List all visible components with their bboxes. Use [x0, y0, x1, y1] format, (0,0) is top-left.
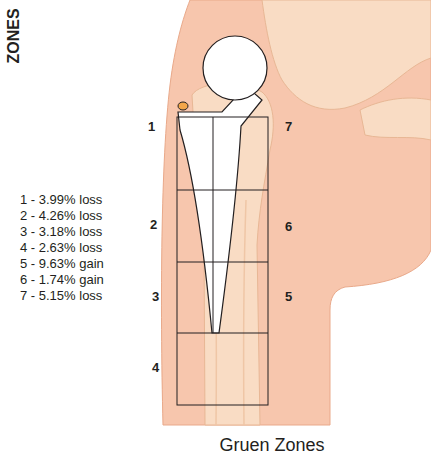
- zone-number: 2: [150, 218, 157, 231]
- zone-result: 1 - 3.99% loss: [20, 193, 102, 206]
- body-silhouette: [161, 0, 431, 425]
- zone-result: 4 - 2.63% loss: [20, 241, 102, 254]
- caption: Gruen Zones: [219, 436, 324, 454]
- zone-number: 6: [285, 220, 292, 233]
- zone-result: 3 - 3.18% loss: [20, 225, 102, 238]
- pubic-bone: [360, 98, 431, 140]
- zone-number: 4: [152, 361, 159, 374]
- zone-result: 5 - 9.63% gain: [20, 257, 104, 270]
- stem-hole: [178, 102, 188, 110]
- zone-result: 7 - 5.15% loss: [20, 289, 102, 302]
- zone-number: 7: [285, 120, 292, 133]
- title-heading: ZONES: [6, 8, 22, 63]
- zone-result: 2 - 4.26% loss: [20, 209, 102, 222]
- zone-number: 5: [285, 290, 292, 303]
- zone-result: 6 - 1.74% gain: [20, 273, 104, 286]
- pelvis-bone: [262, 0, 431, 109]
- zone-grid: [177, 117, 268, 405]
- zone-number: 1: [148, 120, 155, 133]
- femoral-head: [203, 36, 267, 100]
- zone-number: 3: [152, 290, 159, 303]
- femoral-stem: [178, 86, 262, 333]
